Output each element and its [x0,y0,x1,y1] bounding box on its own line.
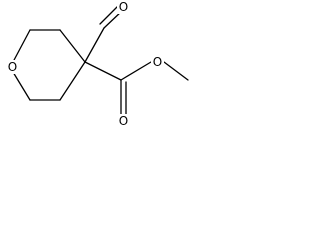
aldehyde-oxygen-atom: O [117,0,130,14]
bond-c4-ester-carbon [84,61,122,81]
ring-oxygen-background [6,60,19,74]
ester-oxygen-atom: O [151,55,164,69]
ester-oxygen-label: O [153,55,162,69]
chemical-structure-diagram: O O O O [6,0,189,128]
aldehyde-oxygen-label: O [119,0,128,14]
atom-labels: O O O O [6,0,164,128]
ring-oxygen-atom: O [6,60,19,74]
bond-o-methyl [163,61,189,81]
ring-oxygen-label: O [8,60,17,74]
bond-aldehyde-double-2 [99,5,119,25]
carbonyl-oxygen-label: O [119,114,128,128]
carbonyl-oxygen-atom: O [117,114,130,128]
bond-ring-c4-c5 [59,61,86,101]
bond-ester-single-o [120,61,152,81]
aldehyde-oxygen-background [117,0,130,14]
bond-ring-c2-c4 [59,29,86,63]
bond-ring-c6-o [12,71,31,101]
ester-oxygen-background [151,55,164,69]
bond-ring-o-c1 [12,29,31,63]
bond-c4-cho [84,27,105,63]
carbonyl-oxygen-background [117,114,130,128]
bonds [12,5,189,116]
